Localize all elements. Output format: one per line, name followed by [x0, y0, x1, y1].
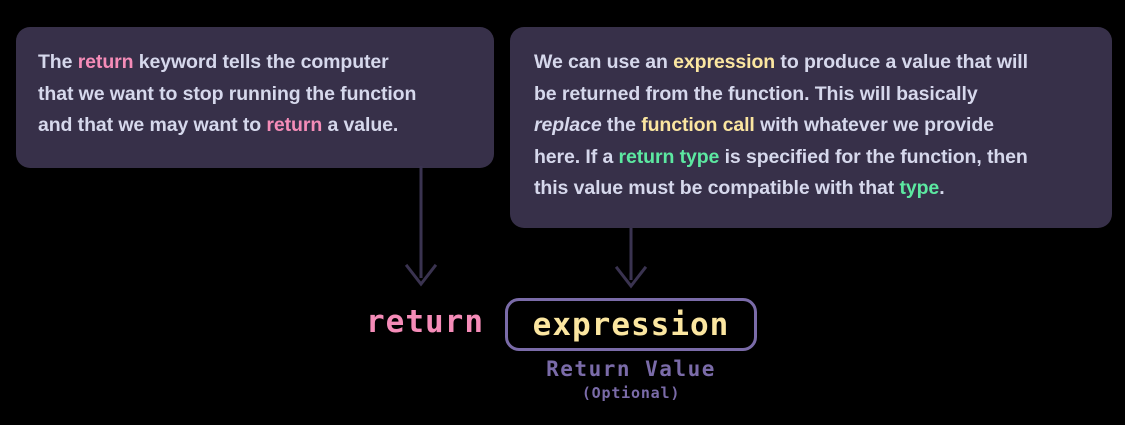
card-expression-line-4: here. If a return type is specified for …	[534, 142, 1088, 174]
code-token-return: return	[366, 304, 484, 340]
text-segment: The	[38, 51, 78, 73]
keyword-function-call: function call	[641, 114, 755, 136]
card-return-line-2: that we want to stop running the functio…	[38, 79, 472, 111]
text-segment: and that we may want to	[38, 114, 267, 136]
card-expression-line-3: replace the function call with whatever …	[534, 110, 1088, 142]
text-segment: a value.	[322, 114, 399, 136]
card-expression-line-1: We can use an expression to produce a va…	[534, 47, 1088, 79]
emphasis-replace: replace	[534, 114, 602, 136]
text-segment: .	[939, 177, 945, 199]
keyword-type: type	[899, 177, 940, 199]
keyword-return: return	[266, 114, 323, 136]
caption-optional: (Optional)	[581, 384, 681, 402]
arrow-down-icon-return	[404, 166, 438, 287]
keyword-expression: expression	[673, 51, 776, 73]
arrow-down-icon-expression	[614, 228, 648, 289]
text-segment: keyword tells the computer	[133, 51, 389, 73]
code-syntax-row: return	[0, 292, 1125, 356]
text-segment: the	[601, 114, 642, 136]
card-expression-line-5: this value must be compatible with that …	[534, 173, 1088, 205]
keyword-return-type: return type	[618, 145, 720, 168]
explanation-card-return: The return keyword tells the computer th…	[16, 27, 494, 168]
text-segment: is specified for the function, then	[719, 145, 1028, 168]
text-segment: here. If a	[534, 145, 619, 168]
keyword-return: return	[77, 51, 134, 73]
card-return-line-1: The return keyword tells the computer	[38, 47, 472, 79]
text-segment: with whatever we provide	[754, 114, 994, 136]
text-segment: We can use an	[534, 51, 674, 73]
text-segment: be returned from the function. This will…	[534, 82, 978, 105]
caption-return-value: Return Value	[546, 357, 716, 381]
card-return-line-3: and that we may want to return a value.	[38, 110, 472, 142]
explanation-card-expression: We can use an expression to produce a va…	[510, 27, 1112, 228]
code-token-expression: expression	[532, 306, 730, 343]
card-expression-line-2: be returned from the function. This will…	[534, 79, 1088, 111]
text-segment: this value must be compatible with that	[534, 177, 900, 199]
text-segment: that we want to stop running the functio…	[38, 82, 417, 105]
expression-slot-box[interactable]: expression	[505, 298, 757, 351]
text-segment: to produce a value that will	[775, 51, 1028, 73]
